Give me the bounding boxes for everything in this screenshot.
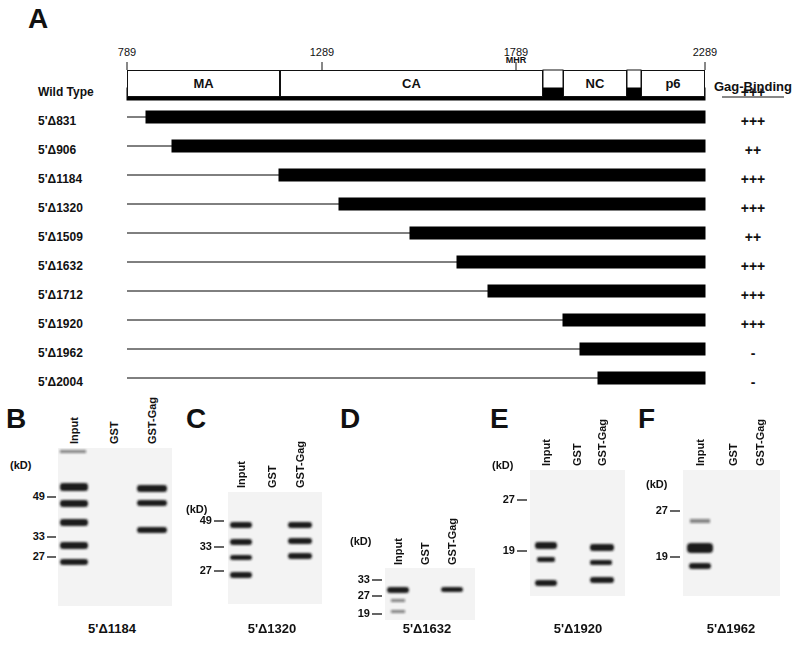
- domain-box: p6: [641, 70, 705, 97]
- panel-letter: F: [638, 404, 655, 435]
- domain-box: NC: [563, 70, 627, 97]
- domain-name: CA: [402, 76, 421, 91]
- binding-score: +++: [741, 201, 766, 216]
- binding-score: +++: [741, 259, 766, 274]
- panel-letter: A: [28, 4, 48, 35]
- construct-name: 5'Δ1920: [38, 318, 83, 331]
- lane-label: GST: [266, 465, 278, 488]
- lane-label: Input: [694, 439, 706, 466]
- marker-size: 19: [358, 607, 370, 619]
- marker-size: 19: [503, 544, 515, 556]
- construct-name: Wild Type: [38, 86, 94, 99]
- construct-name: 5'Δ1632: [403, 622, 452, 636]
- construct-name: 5'Δ1320: [248, 622, 297, 636]
- lane-label: Input: [392, 538, 404, 565]
- marker-size: 27: [503, 493, 515, 505]
- construct-name: 5'Δ1712: [38, 289, 83, 302]
- lane-label: GST-Gag: [446, 518, 458, 565]
- lane-label: GST-Gag: [754, 419, 766, 466]
- unit-label: (kD): [492, 459, 513, 471]
- construct-name: 5'Δ831: [38, 115, 76, 128]
- marker-size: 33: [200, 540, 212, 552]
- panel-letter: C: [186, 404, 206, 435]
- unit-label: (kD): [186, 503, 207, 515]
- panel-letter: B: [6, 404, 26, 435]
- marker-size: 49: [33, 490, 45, 502]
- unit-label: (kD): [646, 478, 667, 490]
- lane-label: GST-Gag: [146, 397, 158, 444]
- domain-box: MA: [127, 70, 280, 97]
- domain-name: NC: [586, 76, 605, 91]
- scale-number: 789: [118, 46, 136, 58]
- binding-score: +++: [741, 85, 766, 100]
- binding-score: -: [751, 346, 756, 361]
- construct-name: 5'Δ2004: [38, 376, 83, 389]
- construct-name: 5'Δ1920: [554, 622, 603, 636]
- lane-label: GST: [108, 421, 120, 444]
- domain-box: CA: [280, 70, 543, 97]
- lane-label: GST: [419, 542, 431, 565]
- lane-label: GST-Gag: [596, 419, 608, 466]
- marker-size: 33: [358, 573, 370, 585]
- construct-name: 5'Δ906: [38, 144, 76, 157]
- construct-name: 5'Δ1320: [38, 202, 83, 215]
- binding-score: +++: [741, 114, 766, 129]
- marker-size: 27: [200, 564, 212, 576]
- unit-label: (kD): [10, 459, 31, 471]
- unit-label: (kD): [350, 535, 371, 547]
- domain-name: MA: [193, 76, 213, 91]
- construct-name: 5'Δ1509: [38, 231, 83, 244]
- lane-label: Input: [540, 439, 552, 466]
- construct-name: 5'Δ1962: [38, 347, 83, 360]
- marker-size: 49: [200, 514, 212, 526]
- marker-size: 27: [656, 504, 668, 516]
- construct-name: 5'Δ1962: [707, 622, 756, 636]
- scale-number: 1289: [310, 46, 334, 58]
- marker-size: 27: [358, 589, 370, 601]
- region-label: MHR: [506, 56, 527, 66]
- lane-label: Input: [235, 461, 247, 488]
- domain-name: p6: [665, 76, 680, 91]
- construct-name: 5'Δ1184: [88, 622, 136, 636]
- construct-name: 5'Δ1184: [38, 173, 82, 186]
- binding-score: -: [751, 375, 756, 390]
- binding-score: +++: [741, 317, 766, 332]
- lane-label: GST-Gag: [294, 441, 306, 488]
- marker-size: 33: [33, 530, 45, 542]
- panel-letter: D: [340, 404, 360, 435]
- binding-score: +++: [741, 172, 766, 187]
- lane-label: GST: [727, 443, 739, 466]
- scale-number: 2289: [693, 46, 717, 58]
- binding-score: ++: [745, 230, 761, 245]
- panel-letter: E: [490, 404, 509, 435]
- binding-score: +++: [741, 288, 766, 303]
- marker-size: 19: [656, 550, 668, 562]
- lane-label: GST: [571, 443, 583, 466]
- construct-name: 5'Δ1632: [38, 260, 83, 273]
- marker-size: 27: [33, 550, 45, 562]
- binding-score: ++: [745, 143, 761, 158]
- lane-label: Input: [68, 417, 80, 444]
